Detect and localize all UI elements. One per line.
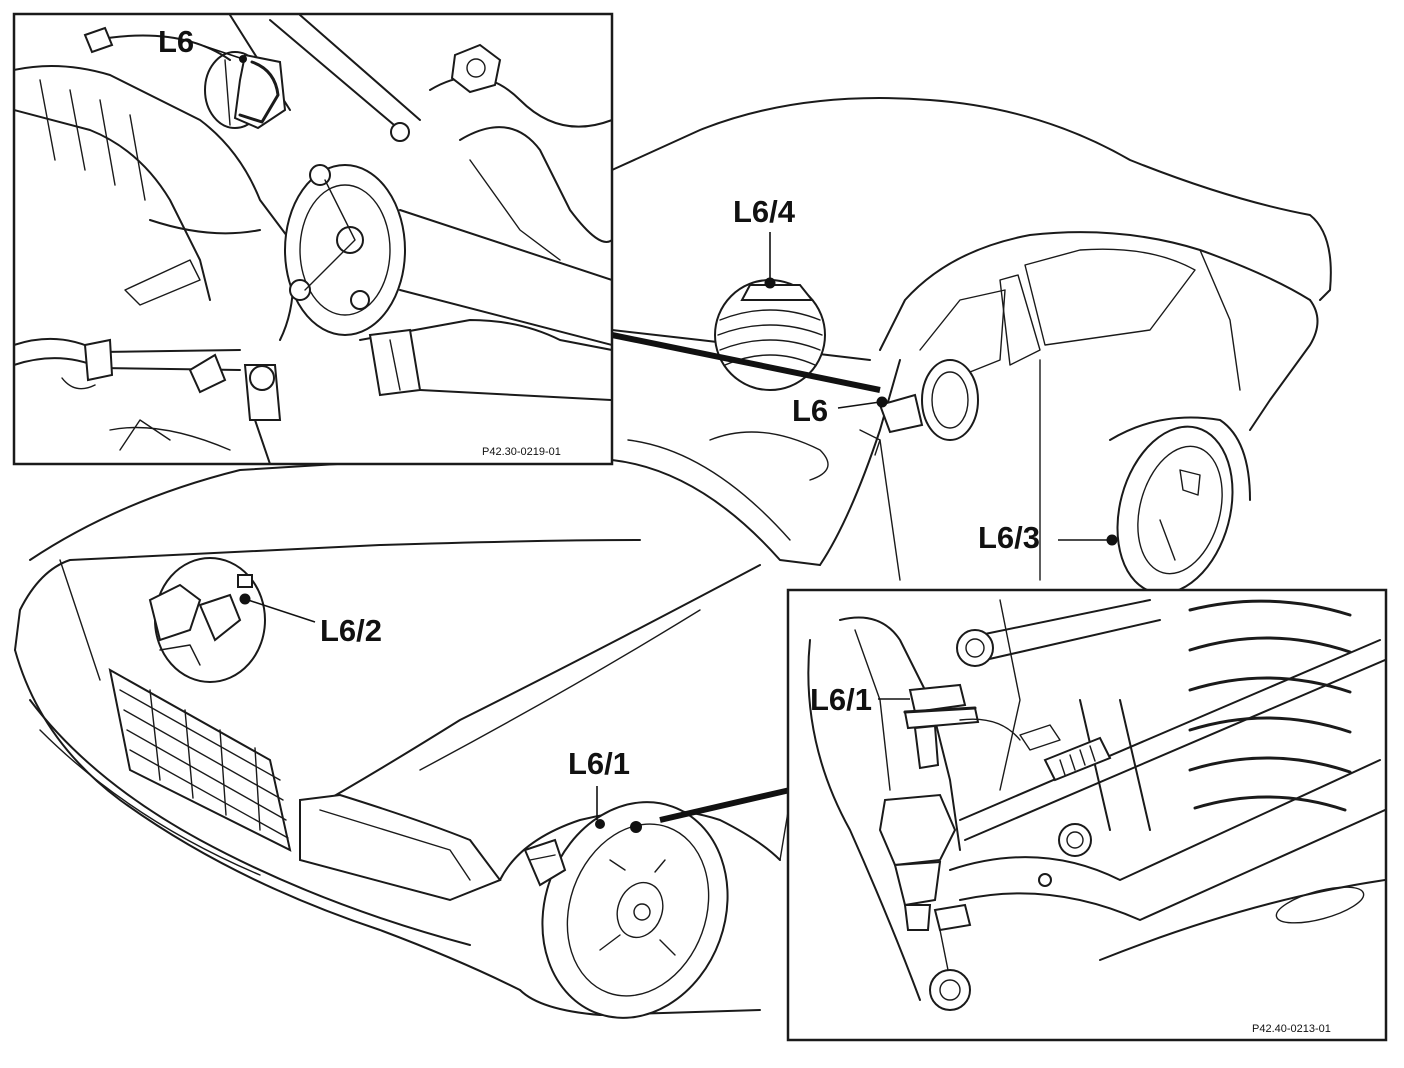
label-l6-2: L6/2 [239, 593, 382, 648]
car-body-illustration [14, 97, 1332, 1016]
label-l6-3: L6/3 [978, 520, 1118, 555]
label-l6-3-text: L6/3 [978, 520, 1040, 555]
label-l6-4: L6/4 [733, 194, 796, 289]
label-l6-1-main: L6/1 [568, 746, 642, 833]
inset-bottom-label-l6-1-text: L6/1 [810, 682, 872, 717]
front-strut-mount [148, 557, 266, 683]
label-l6-2-text: L6/2 [320, 613, 382, 648]
inset-bottom-connector [659, 787, 791, 823]
transmission-sensor-main [859, 359, 979, 456]
label-l6-4-text: L6/4 [733, 194, 796, 229]
label-l6-main-text: L6 [792, 393, 828, 428]
rear-wheel [1109, 416, 1251, 595]
inset-top-transmission-detail: L6 P42.30-0219-01 [12, 12, 614, 466]
coil-spring [1188, 599, 1352, 812]
rear-spring-tower [709, 279, 829, 481]
label-l6-1-main-text: L6/1 [568, 746, 630, 781]
inset-top-reference-code: P42.30-0219-01 [482, 446, 561, 458]
inset-bottom-reference-code: P42.40-0213-01 [1252, 1023, 1331, 1035]
inset-bottom-front-axle-detail: L6/1 P42.40-0213-01 [786, 588, 1388, 1042]
label-l6-main: L6 [792, 393, 888, 428]
front-wheel [523, 801, 729, 1019]
inset-top-label-l6-text: L6 [158, 24, 194, 59]
inset-top-connector [611, 332, 881, 393]
